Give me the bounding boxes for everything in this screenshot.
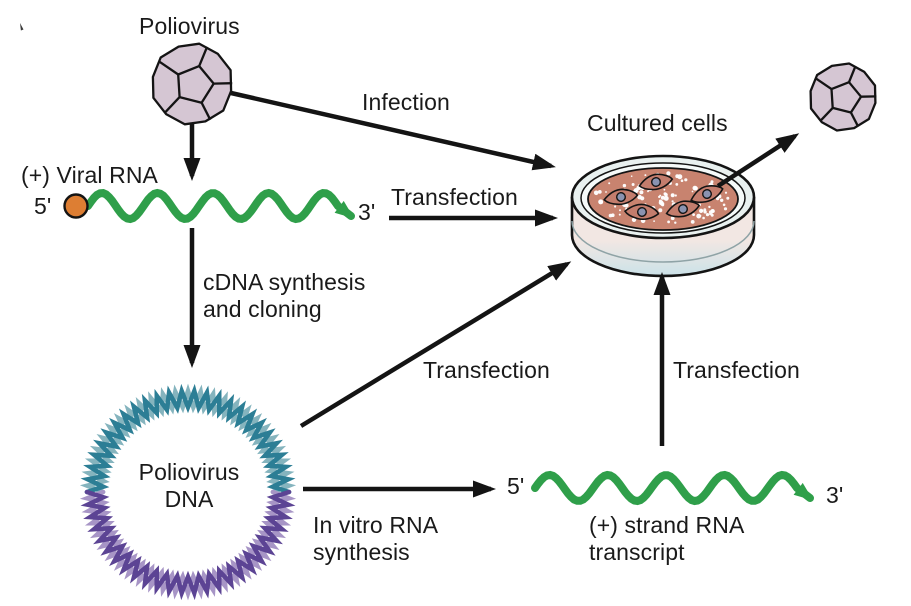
arrow-virus-release [716,133,800,188]
arrow-infection [230,90,556,171]
rna-strands [63,188,814,506]
cdna-synthesis-line1: cDNA synthesis [203,269,366,295]
poliovirus-dna-line2: DNA [164,486,214,512]
cdna-synthesis-label: cDNA synthesis and cloning [203,269,365,323]
cultured-cell [665,200,701,218]
transfection-right-label: Transfection [673,357,800,383]
petri-dish-cultured-cells [570,154,756,278]
viral-rna-wave [84,188,355,224]
poliovirus-virion-icon [151,42,233,126]
poliovirus-dna-line1: Poliovirus [138,459,240,485]
arrow-transfection-dna [299,261,572,428]
transcript-line2: transcript [589,539,685,565]
poliovirus-dna-plasmid [79,383,297,601]
cultured-cell [638,173,674,191]
five-prime-cap-icon [63,193,89,219]
poliovirus-dna-label: Poliovirus DNA [106,459,272,513]
infection-label: Infection [362,89,450,115]
three-prime-bottom-label: 3' [826,482,844,508]
cultured-cells-label: Cultured cells [587,110,728,136]
cultured-cell [690,185,724,204]
transcript-rna-wave [531,470,814,506]
poliovirus-label: Poliovirus [139,13,240,39]
in-vitro-line1: In vitro RNA [313,512,439,538]
transfection-mid-label: Transfection [423,357,550,383]
three-prime-top-label: 3' [358,199,376,225]
stray-mark [20,23,24,31]
transcript-line1: (+) strand RNA [589,512,745,538]
cultured-cell [623,203,660,221]
five-prime-bottom-label: 5' [507,473,525,499]
transcript-label: (+) strand RNA transcript [589,512,744,566]
flow-arrows [183,90,800,498]
cdna-synthesis-line2: and cloning [203,296,322,322]
progeny-virion-icon [809,62,877,132]
viral-rna-label: (+) Viral RNA [21,162,158,188]
in-vitro-line2: synthesis [313,539,410,565]
in-vitro-label: In vitro RNA synthesis [313,512,438,566]
transfection-top-label: Transfection [391,184,518,210]
five-prime-top-label: 5' [34,193,52,219]
cultured-cell [603,188,639,206]
